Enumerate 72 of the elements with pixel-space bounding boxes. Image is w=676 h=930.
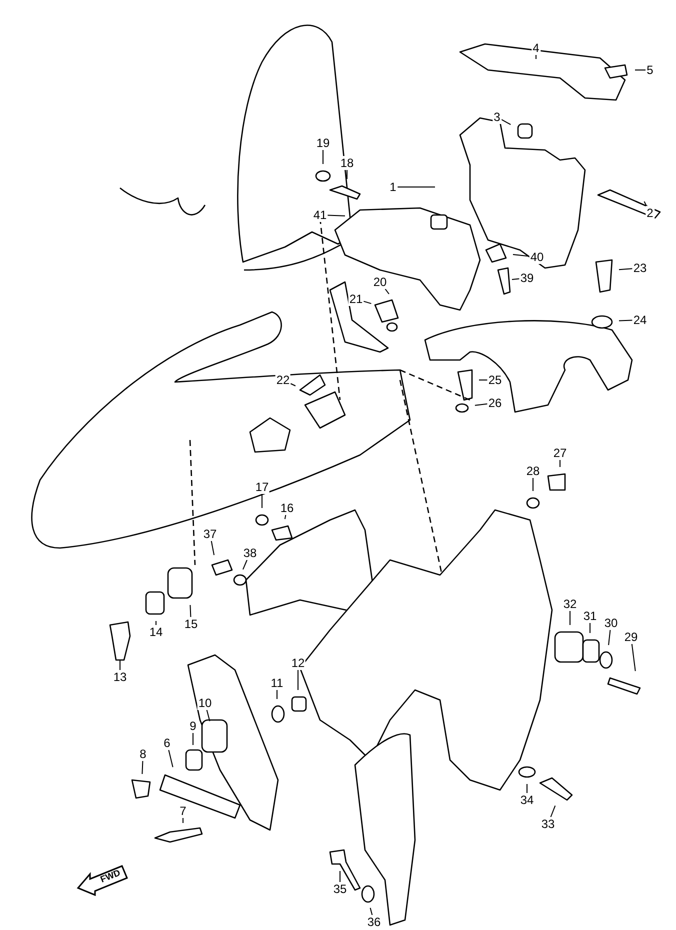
leader-line: [284, 514, 286, 520]
callout-number: 18: [339, 156, 355, 170]
leader-line: [322, 150, 324, 164]
callout-number: 15: [183, 617, 199, 631]
callout-number: 30: [603, 616, 619, 630]
leader-line: [290, 383, 296, 386]
leader-line: [631, 644, 636, 672]
callout-number: 31: [582, 609, 598, 623]
callout-number: 16: [279, 501, 295, 515]
leader-line: [532, 478, 534, 492]
callout-number: 22: [275, 373, 291, 387]
callout-number: 20: [372, 275, 388, 289]
callout-number: 35: [332, 882, 348, 896]
leader-line: [242, 560, 248, 570]
callout-number: 5: [646, 63, 654, 77]
leader-line: [206, 710, 210, 722]
callout-number: 29: [623, 630, 639, 644]
leader-line: [370, 907, 373, 916]
callout-number: 1: [388, 180, 398, 194]
callout-number: 4: [532, 41, 540, 55]
callout-number: 24: [632, 313, 648, 327]
leader-line: [327, 214, 346, 216]
callout-number: 17: [254, 480, 270, 494]
leader-line: [618, 320, 633, 322]
callout-number: 39: [519, 271, 535, 285]
leader-line: [500, 118, 512, 126]
callout-number: 2: [646, 206, 654, 220]
callout-number: 3: [492, 110, 502, 124]
leader-line: [384, 288, 390, 294]
callout-number: 34: [519, 793, 535, 807]
callout-number: 37: [202, 527, 218, 541]
callout-number: 6: [162, 736, 172, 750]
callout-number: 21: [348, 292, 364, 306]
leader-line: [168, 750, 174, 768]
callout-number: 23: [632, 261, 648, 275]
direction-label: FWD: [98, 868, 122, 884]
callout-number: 13: [112, 670, 128, 684]
callout-number: 41: [312, 208, 328, 222]
leader-line: [182, 818, 184, 824]
callout-number: 26: [487, 396, 503, 410]
leader-line: [210, 540, 215, 556]
leader-line: [618, 268, 633, 270]
callout-number: 9: [188, 719, 198, 733]
leader-line: [644, 200, 647, 206]
leader-line: [474, 403, 488, 406]
leader-line: [190, 604, 192, 618]
callout-number: 38: [242, 546, 258, 560]
callout-number: 7: [178, 804, 188, 818]
leader-line: [550, 805, 556, 818]
callout-number: 12: [290, 656, 306, 670]
leader-line: [276, 690, 278, 700]
callout-number: 40: [529, 250, 545, 264]
callout-number: 10: [197, 696, 213, 710]
callout-number: 14: [148, 625, 164, 639]
leader-line: [511, 278, 520, 280]
callout-number: 27: [552, 446, 568, 460]
leader-line: [192, 732, 194, 746]
callout-number: 8: [138, 747, 148, 761]
leader-line: [396, 186, 436, 188]
leader-line: [526, 784, 528, 794]
leader-line: [512, 254, 530, 257]
callout-number: 33: [540, 817, 556, 831]
callout-number: 36: [366, 915, 382, 929]
leader-line: [363, 300, 372, 304]
leader-line: [608, 630, 611, 646]
callout-number: 11: [270, 676, 284, 690]
callout-number: 25: [487, 373, 503, 387]
callout-number: 32: [562, 597, 578, 611]
callout-number: 28: [525, 464, 541, 478]
callout-number: 19: [315, 136, 331, 150]
leader-line: [142, 760, 144, 774]
leader-line: [346, 170, 348, 180]
